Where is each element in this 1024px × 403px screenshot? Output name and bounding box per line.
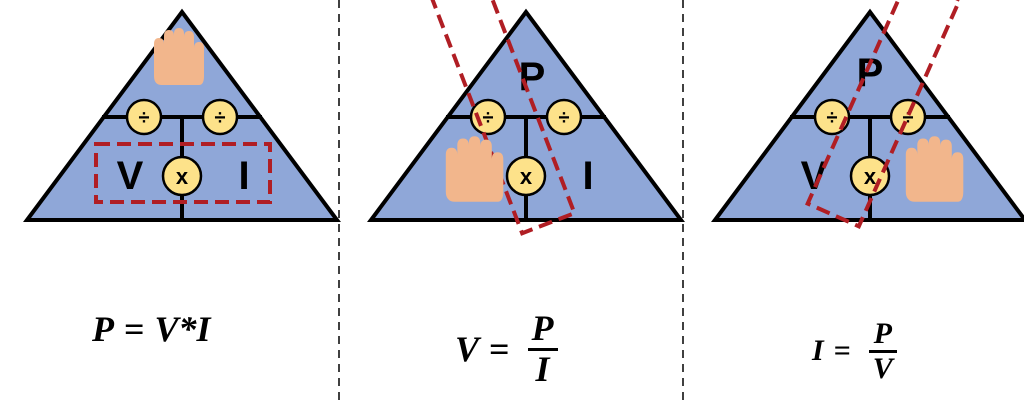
formula-current: I = P V — [812, 318, 897, 384]
fraction-denominator: V — [872, 351, 893, 385]
panel-2-triangle: P I ÷ ÷ x — [367, 0, 685, 236]
multiply-symbol: x — [520, 164, 533, 189]
fraction-bar — [527, 347, 558, 351]
fraction-bar — [868, 349, 897, 353]
formula-lhs: P — [92, 309, 114, 349]
formula-fraction: P I — [527, 308, 558, 389]
divide-symbol-left: ÷ — [483, 107, 494, 129]
highlight-box — [94, 142, 272, 204]
hand-icon — [154, 28, 204, 85]
multiply-operator — [505, 155, 547, 197]
hand-icon — [905, 136, 964, 202]
divide-operator-right — [545, 98, 583, 136]
panel-1-triangle: V I ÷ ÷ x — [23, 8, 341, 222]
triangle-right-letter: I — [582, 154, 593, 198]
triangle-left-letter: V — [801, 154, 828, 198]
fraction-denominator: I — [535, 348, 550, 389]
divide-symbol-left: ÷ — [139, 107, 150, 129]
divide-symbol-right: ÷ — [559, 107, 570, 129]
highlight-box — [427, 0, 578, 236]
panel-3-triangle: P V ÷ ÷ x — [711, 0, 1024, 229]
formula-equals: = — [489, 329, 510, 370]
divide-symbol-left: ÷ — [827, 107, 838, 129]
formula-equals: = — [124, 309, 145, 349]
fraction-numerator: P — [531, 308, 554, 348]
divide-operator-right — [201, 98, 239, 136]
triangle-left-letter: V — [117, 154, 144, 198]
formula-power: P = V*I — [92, 308, 211, 350]
multiply-operator — [849, 155, 891, 197]
formula-equals: = — [833, 334, 851, 367]
divide-symbol-right: ÷ — [215, 107, 226, 129]
triangle-right-letter: I — [238, 154, 249, 198]
formula-lhs: I — [812, 334, 824, 367]
highlight-box — [805, 0, 963, 229]
formula-rhs: V*I — [154, 309, 211, 349]
fraction-numerator: P — [873, 317, 892, 350]
multiply-symbol: x — [864, 164, 877, 189]
triangle-top-letter: P — [519, 55, 546, 99]
divide-symbol-right: ÷ — [903, 107, 914, 129]
multiply-operator — [161, 155, 203, 197]
hand-icon — [445, 136, 504, 202]
divide-operator-right — [889, 98, 927, 136]
multiply-symbol: x — [176, 164, 189, 189]
divide-operator-left — [125, 98, 163, 136]
formula-voltage: V = P I — [455, 308, 558, 389]
formula-fraction: P V — [868, 317, 897, 385]
formula-lhs: V — [455, 329, 480, 370]
